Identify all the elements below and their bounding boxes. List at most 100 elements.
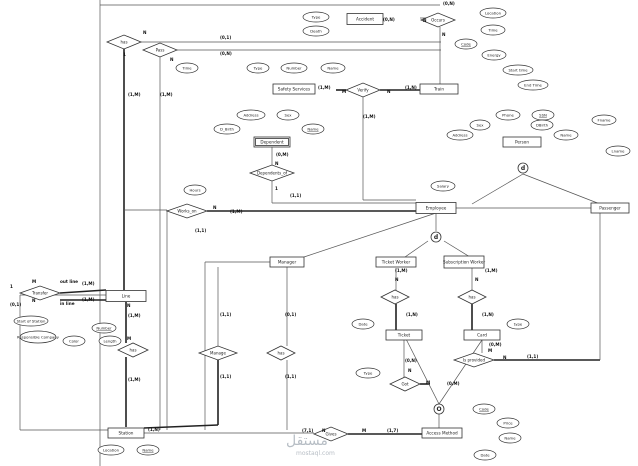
attribute: Name <box>553 129 579 141</box>
attribute-shape <box>480 24 506 36</box>
cardinality-label: (1,M) <box>318 85 331 90</box>
attribute-shape <box>183 184 207 196</box>
entity-box <box>421 427 463 439</box>
cardinality-label: (1,M) <box>395 268 408 273</box>
entity-label: Line <box>122 294 131 299</box>
cardinality-label: (0,N) <box>220 51 232 56</box>
attribute-shape <box>502 64 534 76</box>
attribute-label: Hours <box>189 187 200 192</box>
attribute-label: Sex <box>477 122 485 127</box>
attribute-label: Name <box>560 132 572 137</box>
attribute: Address <box>446 129 474 141</box>
attribute-label: Time <box>487 27 498 32</box>
entity-box <box>375 256 417 268</box>
attribute-label: Code <box>461 41 471 46</box>
attribute: Sex <box>469 119 491 131</box>
relationship-shape <box>117 342 149 358</box>
cardinality-label: M <box>32 279 36 284</box>
entity-line: Line <box>105 290 147 302</box>
attribute-shape <box>213 123 241 135</box>
relationship-has_sw: has <box>266 345 296 361</box>
attribute-label: Type <box>253 65 263 70</box>
relationship-label: Verify <box>357 87 369 92</box>
attribute: Location <box>97 444 125 456</box>
attribute-shape <box>530 119 554 131</box>
entity-box <box>346 13 384 25</box>
attribute: Hours <box>183 184 207 196</box>
entity-safety_services: Safety Services <box>272 83 316 95</box>
relationship-shape <box>457 289 487 305</box>
attribute-shape <box>553 129 579 141</box>
cardinality-label: 1 <box>275 186 278 191</box>
attribute-shape <box>498 432 522 444</box>
entity-box <box>105 290 147 302</box>
specialization-layer: d dO <box>430 162 529 415</box>
attribute-shape <box>301 123 325 135</box>
relationship-shape <box>105 34 143 50</box>
attribute-label: Start time <box>508 67 528 72</box>
entity-box <box>107 427 145 439</box>
attribute: Date <box>351 318 375 330</box>
relationship-manage: Manage <box>197 345 239 361</box>
relationship-is_provided: Is provided <box>452 352 496 368</box>
relationship-label: Transfer <box>31 290 48 295</box>
entity-label: Ticket <box>397 333 411 338</box>
attribute: Name <box>301 123 325 135</box>
attribute-shape <box>175 62 199 74</box>
relationship-has_top: has <box>105 34 143 50</box>
attribute: Responsible Company <box>17 330 60 344</box>
relationship-label: has <box>391 294 398 299</box>
relationship-label: Pass <box>156 47 165 52</box>
relationship-label: has <box>129 347 136 352</box>
attribute-label: Name <box>504 435 516 440</box>
relationship-label: Occurs <box>431 17 445 22</box>
cardinality-label: (1,N) <box>406 312 418 317</box>
relationship-layer: hasPassOccursVerifyDependents_ofWorks_on… <box>18 12 496 442</box>
attribute-label: Price <box>503 420 513 425</box>
relationship-label: Manage <box>210 350 226 355</box>
attribute-shape <box>481 49 507 61</box>
attribute-shape <box>13 315 49 327</box>
circle-label: O <box>436 406 441 413</box>
attribute-label: DBirth <box>536 122 549 127</box>
entity-ticket_worker: Ticket Worker <box>375 256 417 268</box>
circle-shape <box>517 162 529 174</box>
relationship-verify: Verify <box>344 82 382 98</box>
entity-label: Card <box>477 333 487 338</box>
attribute: Address <box>236 109 266 121</box>
attribute: Price <box>496 417 520 429</box>
attribute-label: Responsible Company <box>17 334 60 339</box>
attribute: type <box>506 318 530 330</box>
entity-label: Station <box>119 431 134 436</box>
entity-box <box>502 136 542 148</box>
entity-person: Person <box>502 136 542 148</box>
cardinality-label: (0,N) <box>443 1 455 6</box>
cardinality-label: (0,1) <box>10 302 21 307</box>
relationship-has_line: has <box>117 342 149 358</box>
relationship-has_ticket: has <box>380 289 410 305</box>
relationship-dependents_of: Dependents_of <box>248 164 296 182</box>
attribute: D_Birth <box>213 123 241 135</box>
attribute-shape <box>430 180 456 192</box>
relationship-label: Dependents_of <box>257 170 288 175</box>
attribute-shape <box>276 109 300 121</box>
attribute-label: Location <box>485 10 502 15</box>
relationship-occurs: Occurs <box>419 12 457 28</box>
cardinality-label: N <box>387 89 391 94</box>
specialization-circle: d <box>517 162 529 174</box>
cardinality-label: N <box>275 161 279 166</box>
connector-line <box>522 173 601 205</box>
circle-label: d <box>434 234 438 241</box>
attribute-label: Lname <box>612 148 626 153</box>
attribute: Name <box>320 62 346 74</box>
relationship-shape <box>419 12 457 28</box>
entity-employee: Employee <box>415 202 457 214</box>
cardinality-label: (1,M) <box>363 114 376 119</box>
attribute-label: Name <box>327 65 339 70</box>
relationship-label: Gives <box>325 431 336 436</box>
cardinality-label: N <box>32 298 36 303</box>
cardinality-label: (0,M) <box>276 152 289 157</box>
attribute-label: Salary <box>437 183 450 188</box>
relationship-pass: Pass <box>141 42 179 58</box>
